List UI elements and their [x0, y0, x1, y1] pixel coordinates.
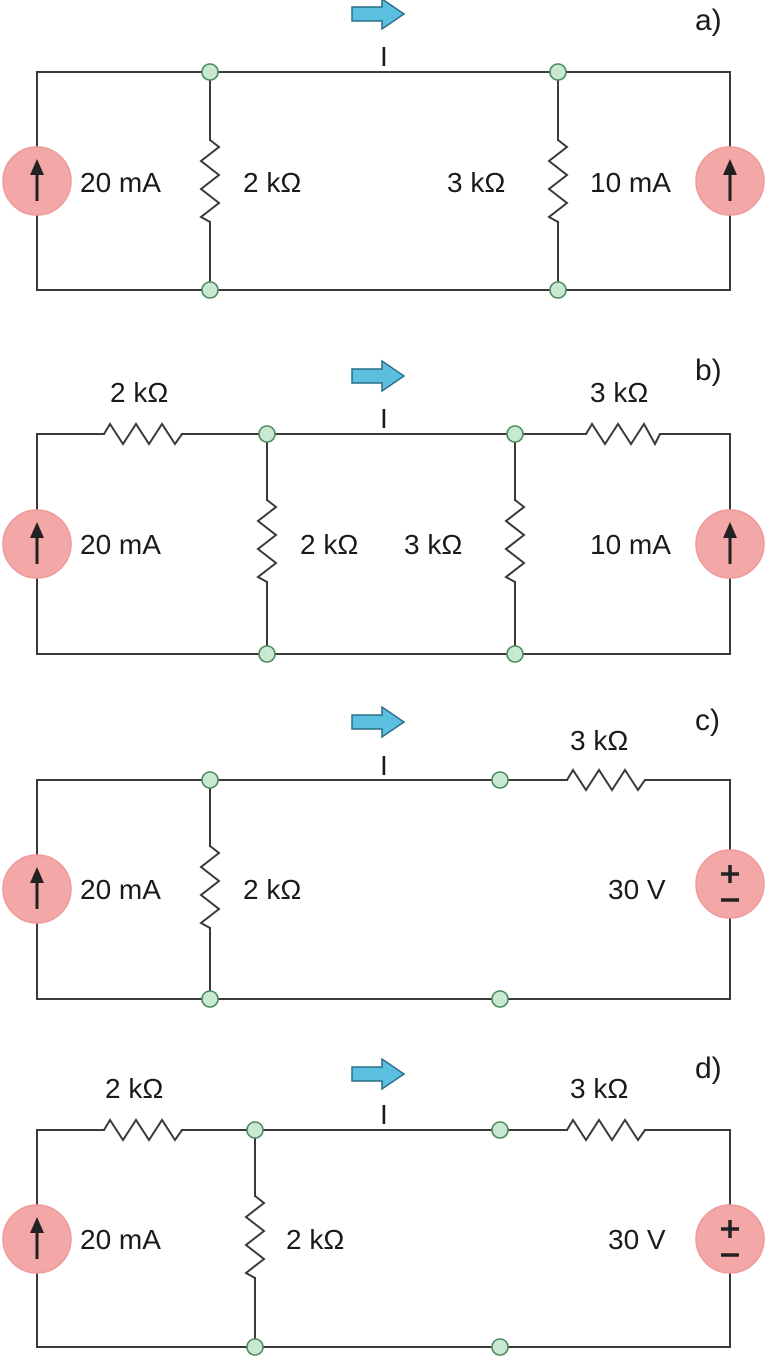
wire [36, 71, 731, 291]
resistor-3k [547, 139, 569, 223]
wire [209, 71, 559, 291]
current-arrow-icon [351, 1058, 405, 1090]
node [201, 63, 219, 81]
node [506, 645, 524, 663]
node [549, 281, 567, 299]
panel-b-label: b) [695, 354, 722, 387]
shunt-left-label: 2 kΩ [300, 529, 358, 560]
resistor-3k [585, 422, 661, 447]
shunt-right-label: 3 kΩ [447, 167, 505, 198]
node [201, 990, 219, 1008]
resistor-2k [199, 139, 221, 223]
current-label: I [380, 1099, 388, 1130]
current-label: I [380, 403, 388, 434]
series-right-label: 3 kΩ [590, 377, 648, 408]
resistor-2k [103, 422, 183, 446]
right-source-label: 10 mA [590, 529, 671, 560]
current-source-icon [1, 508, 73, 580]
node [549, 63, 567, 81]
node [258, 425, 276, 443]
resistor-3k [566, 768, 646, 792]
wire [36, 1129, 731, 1348]
current-source-icon [694, 145, 766, 217]
left-source-label: 20 mA [80, 167, 161, 198]
shunt-right-label: 3 kΩ [404, 529, 462, 560]
node [246, 1338, 264, 1356]
current-arrow-icon [351, 0, 405, 30]
resistor-3k [504, 499, 526, 583]
current-label: I [380, 750, 388, 781]
resistor-2k [244, 1195, 266, 1279]
voltage-source-icon [694, 848, 766, 920]
node [201, 281, 219, 299]
node [246, 1121, 264, 1139]
node [491, 990, 509, 1008]
current-label: I [380, 41, 388, 72]
current-source-icon [1, 1203, 73, 1275]
current-arrow-icon [351, 360, 405, 392]
resistor-2k [199, 845, 221, 929]
right-source-label: 10 mA [590, 167, 671, 198]
left-source-label: 20 mA [80, 529, 161, 560]
wire [36, 433, 731, 655]
panel-c: c) I 3 kΩ 20 mA 2 kΩ 30 V [1, 704, 766, 1008]
panel-b: b) I 2 kΩ 3 kΩ 20 mA 2 kΩ 3 kΩ 10 mA [1, 354, 766, 663]
wire [36, 779, 731, 1000]
node [491, 1338, 509, 1356]
panel-a: a) I 20 mA 2 kΩ 3 kΩ 10 mA [1, 0, 766, 299]
left-source-label: 20 mA [80, 1224, 161, 1255]
resistor-2k [103, 1118, 183, 1142]
series-left-label: 2 kΩ [105, 1073, 163, 1104]
node [491, 1121, 509, 1139]
current-source-icon [694, 508, 766, 580]
resistor-2k [256, 499, 278, 583]
shunt-left-label: 2 kΩ [243, 874, 301, 905]
node [258, 645, 276, 663]
right-source-label: 30 V [608, 874, 666, 905]
series-left-label: 2 kΩ [110, 377, 168, 408]
panel-c-label: c) [695, 704, 720, 737]
current-arrow-icon [351, 706, 405, 738]
node [201, 771, 219, 789]
left-source-label: 20 mA [80, 874, 161, 905]
node [491, 771, 509, 789]
panel-d-label: d) [695, 1052, 722, 1085]
voltage-source-icon [694, 1203, 766, 1275]
series-right-label: 3 kΩ [570, 725, 628, 756]
current-source-icon [1, 145, 73, 217]
series-right-label: 3 kΩ [570, 1073, 628, 1104]
panel-d: d) I 2 kΩ 3 kΩ 20 mA 2 kΩ 30 V [1, 1052, 766, 1356]
right-source-label: 30 V [608, 1224, 666, 1255]
panel-a-label: a) [695, 4, 722, 37]
current-source-icon [1, 853, 73, 925]
wire [266, 433, 516, 655]
shunt-left-label: 2 kΩ [243, 167, 301, 198]
resistor-3k [566, 1118, 646, 1142]
node [506, 425, 524, 443]
shunt-left-label: 2 kΩ [286, 1224, 344, 1255]
